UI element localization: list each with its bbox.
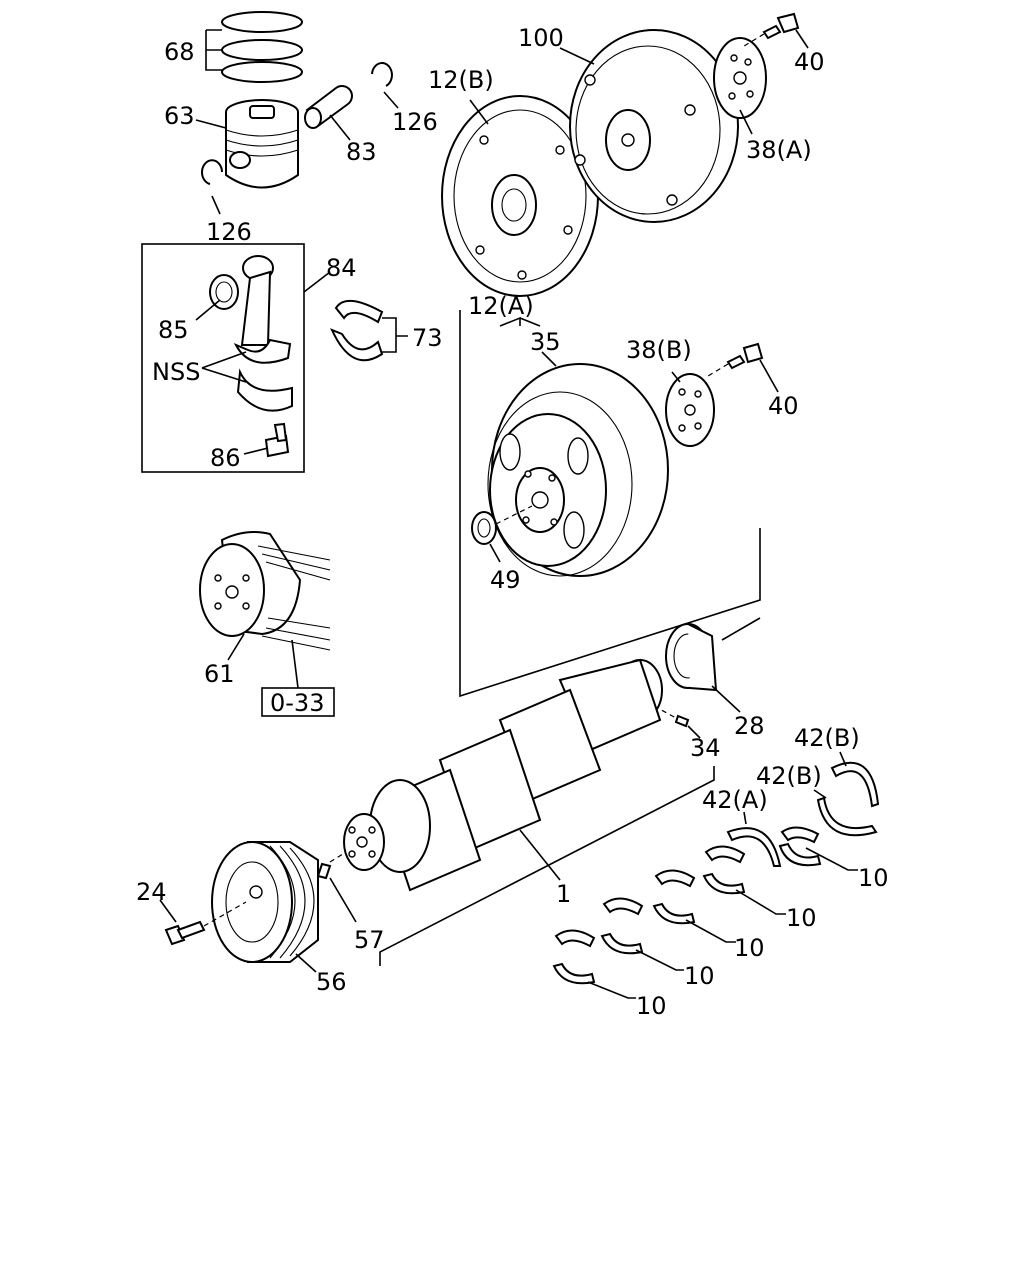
label-10-2: 10 [786,904,817,932]
label-49: 49 [490,566,521,594]
label-12b: 12(B) [428,66,494,94]
label-28: 28 [734,712,765,740]
thrust-washer-42b-upper [830,751,880,808]
label-38b: 38(B) [626,336,692,364]
flywheel-12a [487,351,669,577]
label-10-1: 10 [858,864,889,892]
thrust-washer-42b-lower [813,789,878,837]
piston-pin [304,85,353,141]
main-bearing-set-2 [702,845,786,915]
label-56: 56 [316,968,347,996]
flywheel-100 [559,29,739,223]
label-40-top: 40 [794,48,825,76]
crankshaft [343,658,663,892]
label-126-top: 126 [392,108,438,136]
plate-38a [713,37,767,135]
crank-gear-28 [665,617,761,713]
label-84: 84 [326,254,357,282]
crank-pulley-56 [211,841,319,973]
label-100: 100 [518,24,564,52]
label-83: 83 [346,138,377,166]
thrust-washer-42a [726,811,782,867]
dowel-57 [316,851,357,923]
bolt-24 [159,899,247,946]
piston-rings [205,11,303,83]
reference-box [261,687,335,717]
label-42a: 42(A) [702,786,768,814]
label-68: 68 [164,38,195,66]
main-bearing-set-5 [552,929,636,999]
label-57: 57 [354,926,385,954]
label-40-middle: 40 [768,392,799,420]
piston [195,99,299,189]
label-nss: NSS [152,358,200,386]
label-73: 73 [412,324,443,352]
label-126-bottom: 126 [206,218,252,246]
label-ref-0-33: 0-33 [270,689,324,717]
label-35: 35 [530,328,561,356]
label-1: 1 [556,880,571,908]
main-bearing-set-3 [652,869,736,943]
label-10-4: 10 [684,962,715,990]
bolt-40b [707,342,779,393]
connecting-rod-box [141,243,305,473]
label-63: 63 [164,102,195,130]
label-12a: 12(A) [468,292,534,320]
bolt-40a [743,12,809,49]
label-10-3: 10 [734,934,765,962]
conrod-bearings [330,300,408,362]
main-bearing-set-1 [778,826,858,871]
label-86: 86 [210,444,241,472]
label-10-5: 10 [636,992,667,1020]
snap-ring-upper [371,62,399,109]
snap-ring-lower [201,159,223,215]
label-61: 61 [204,660,235,688]
pilot-bearing-49 [471,505,533,563]
main-bearing-set-4 [600,897,684,971]
label-42b-upper: 42(B) [794,724,860,752]
label-42b-lower: 42(B) [756,762,822,790]
label-85: 85 [158,316,189,344]
pulley-61 [199,531,331,689]
label-24: 24 [136,878,167,906]
label-34: 34 [690,734,721,762]
plate-38b [665,371,715,447]
connecting-rod [195,255,293,458]
flywheel-12b [441,95,599,297]
label-38a: 38(A) [746,136,812,164]
